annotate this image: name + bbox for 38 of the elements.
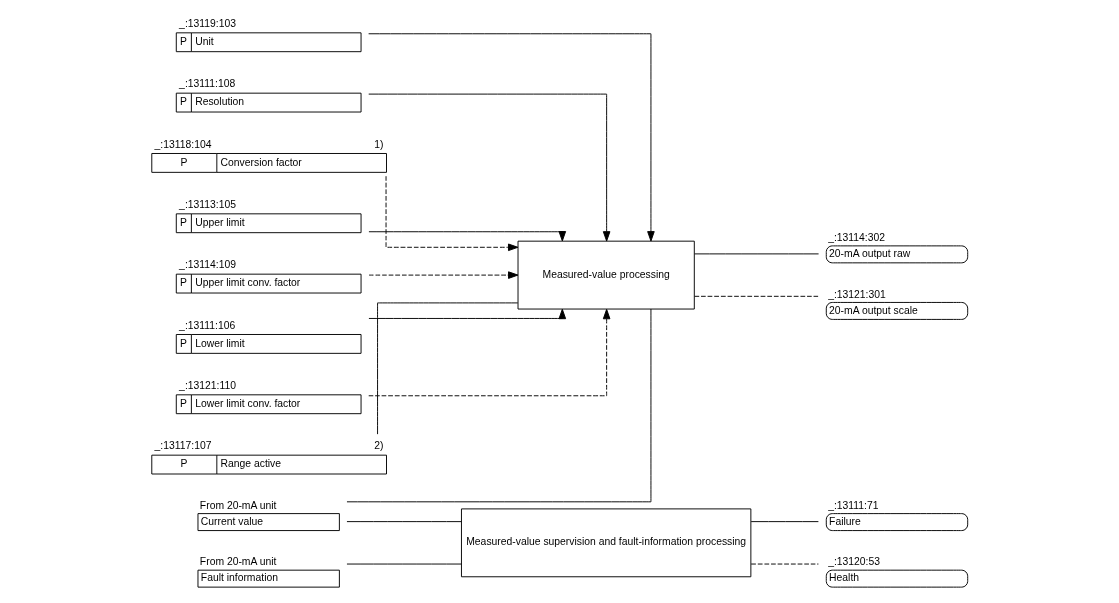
node-label: _:13113:105	[179, 198, 236, 210]
node-label: From 20-mA unit	[199, 556, 277, 568]
arrow	[368, 231, 567, 242]
node-label: _:13114:302	[828, 231, 886, 243]
node-label: _:13121:301	[828, 288, 886, 300]
arrow	[368, 271, 519, 279]
node-label: _:13118:104	[154, 138, 212, 150]
node-label: From 20-mA unit	[199, 499, 277, 511]
node-label: 2)	[374, 440, 384, 452]
connector	[694, 253, 820, 255]
arrow	[368, 308, 611, 397]
node-label: _:13119:103	[179, 17, 236, 29]
node-label: _:13111:108	[179, 78, 236, 90]
node-label: _:13111:71	[828, 499, 879, 511]
node-box: Current value	[197, 513, 340, 532]
node-label: 1)	[374, 138, 384, 150]
node-label: _:13111:106	[179, 319, 236, 331]
node-label: _:13121:110	[179, 379, 236, 391]
arrow	[368, 33, 655, 242]
connector	[377, 302, 519, 435]
node-label: _:13114:109	[179, 259, 236, 271]
connector	[694, 295, 820, 297]
node-label: _:13120:53	[828, 556, 881, 568]
node-box: Fault information	[197, 569, 340, 588]
node-box: 20-mA output raw	[825, 245, 969, 264]
connector	[346, 521, 462, 523]
connector	[346, 563, 462, 565]
arrow	[368, 308, 567, 320]
connector	[750, 521, 819, 523]
node-box: 20-mA output scale	[825, 301, 969, 320]
node-box: Measured-value processing	[517, 240, 695, 310]
connector	[346, 308, 652, 503]
arrow	[385, 175, 519, 252]
arrow	[368, 93, 611, 242]
node-box: Measured-value supervision and fault-information processing	[461, 508, 752, 578]
node-box: Health	[825, 569, 969, 588]
node-label: _:13117:107	[154, 440, 212, 452]
node-box: Failure	[825, 513, 969, 532]
